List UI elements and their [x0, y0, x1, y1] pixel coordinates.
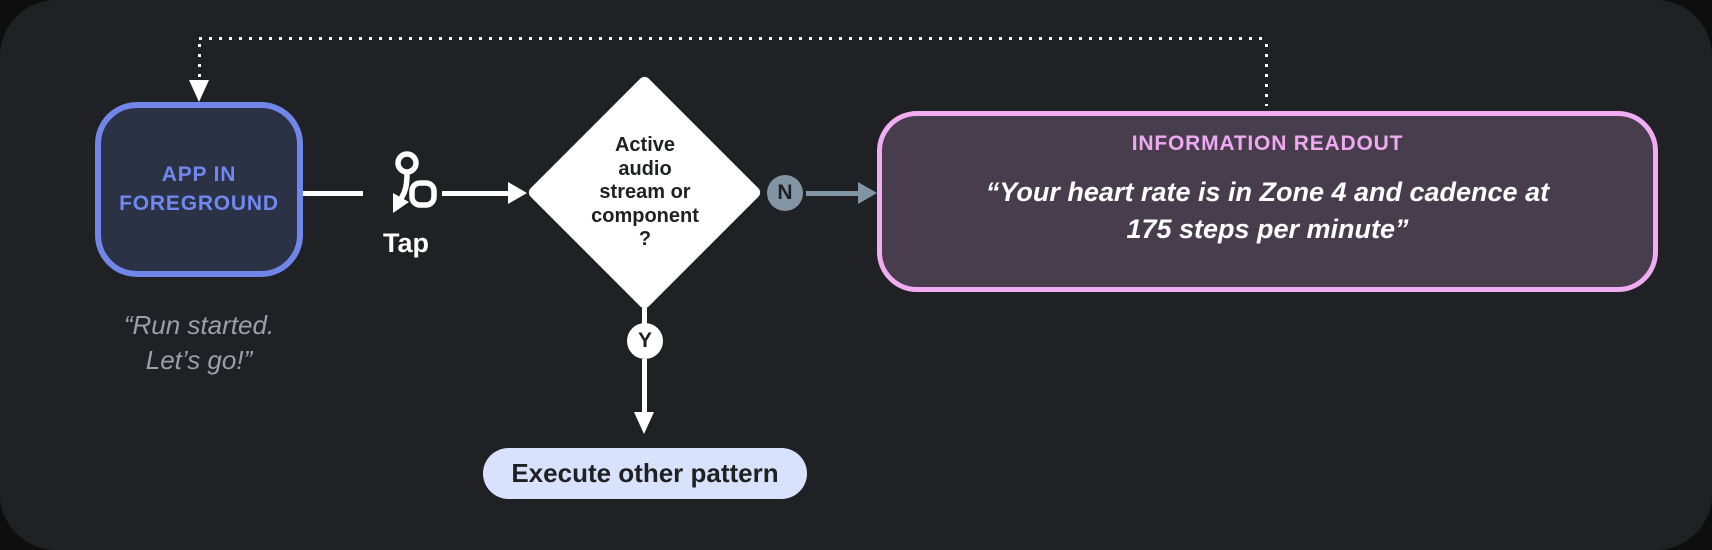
app-in-foreground-label: APP IN FOREGROUND — [119, 163, 279, 215]
node-information-readout: INFORMATION READOUT “Your heart rate is … — [877, 111, 1658, 292]
tap-label: Tap — [383, 228, 429, 258]
feedback-loop-left-line — [198, 44, 201, 80]
feedback-loop-horizontal-line — [199, 37, 1267, 40]
node-app-in-foreground: APP IN FOREGROUND — [95, 102, 303, 277]
app-start-caption: “Run started. Let’s go!” — [123, 310, 275, 376]
arrowhead-to-decision-icon — [508, 182, 527, 204]
readout-quote: “Your heart rate is in Zone 4 and cadenc… — [985, 177, 1550, 245]
connector-yes-to-outcome — [642, 359, 647, 413]
feedback-loop-right-line — [1265, 44, 1268, 106]
connector-app-to-tap — [303, 191, 363, 196]
connector-no-to-readout — [806, 191, 859, 196]
readout-title: INFORMATION READOUT — [1131, 132, 1404, 155]
decision-label: Active audio stream or component ? — [591, 134, 699, 251]
branch-yes-badge: Y — [627, 323, 663, 359]
arrowhead-to-readout-icon — [858, 182, 877, 204]
connector-decision-to-yes — [642, 308, 647, 324]
branch-no-badge: N — [767, 175, 803, 211]
tap-gesture-icon — [393, 151, 437, 213]
connector-tap-to-decision — [442, 191, 509, 196]
feedback-arrowhead-icon — [189, 80, 209, 102]
arrowhead-to-outcome-icon — [634, 412, 654, 434]
node-execute-other-pattern: Execute other pattern — [483, 448, 807, 499]
